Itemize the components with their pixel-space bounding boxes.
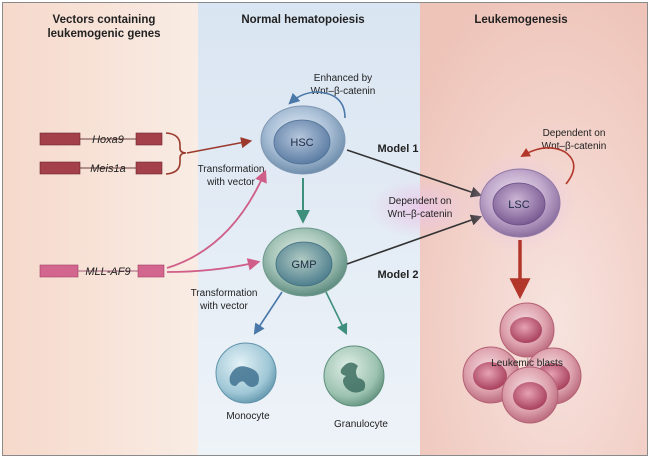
lsc-label: LSC xyxy=(508,199,529,211)
leukemo-title: Leukemogenesis xyxy=(474,14,567,26)
lsc-self-renewal-arrow xyxy=(520,147,575,185)
model2-label: Model 2 xyxy=(378,269,419,281)
enhanced-note-line2: Wnt–β-catenin xyxy=(311,86,376,97)
vector-hoxa9: Hoxa9 xyxy=(39,132,163,146)
lsc-nucleus xyxy=(492,182,546,226)
granulocyte-cell xyxy=(323,345,385,407)
dependency-glow xyxy=(368,178,472,238)
transform-label-1-line2: with vector xyxy=(206,177,255,188)
gene-label-meis1a: Meis1a xyxy=(90,163,125,175)
granulocyte-nucleus xyxy=(340,362,366,393)
transform-label-1-line1: Transformation xyxy=(198,164,265,175)
gmp-label: GMP xyxy=(291,259,316,271)
mll-to-hsc-arrow xyxy=(166,169,267,269)
lsc-cell: LSC xyxy=(479,168,561,238)
vectors-title-line1: Vectors containing xyxy=(53,14,156,26)
granulocyte-label: Granulocyte xyxy=(334,419,388,430)
hsc-self-renewal-arrow xyxy=(288,91,346,119)
gene-brace xyxy=(165,132,187,175)
dependent-lsc-line1: Dependent on xyxy=(543,128,606,139)
gmp-cell: GMP xyxy=(262,227,348,297)
hsc-nucleus xyxy=(273,119,331,165)
mll-to-gmp-arrow xyxy=(166,258,261,273)
hsc-cell: HSC xyxy=(260,105,346,175)
gmp-nucleus xyxy=(275,241,333,287)
vectors-title-line2: leukemogenic genes xyxy=(47,28,160,40)
normal-title: Normal hematopoiesis xyxy=(241,14,364,26)
vector-meis1a: Meis1a xyxy=(39,161,163,175)
dependent-lsc-line2: Wnt–β-catenin xyxy=(542,141,607,152)
vector-box-right xyxy=(135,161,163,175)
gmp-to-granulocyte-arrow xyxy=(325,291,348,336)
gene-label-mll-af9: MLL-AF9 xyxy=(85,266,130,278)
leukemic-blasts-label: Leukemic blasts xyxy=(491,358,563,369)
model1-arrow xyxy=(346,149,483,198)
dependent-mid-line2: Wnt–β-catenin xyxy=(388,209,453,220)
vector-box-left xyxy=(39,264,79,278)
vector-box-left xyxy=(39,132,81,146)
gmp-to-monocyte-arrow xyxy=(253,291,283,335)
monocyte-cell xyxy=(215,342,277,404)
panel-vectors-bg xyxy=(3,3,198,455)
monocyte-label: Monocyte xyxy=(226,411,270,422)
blast-cell xyxy=(499,302,555,358)
leukemic-blasts-cluster xyxy=(462,302,582,424)
vector-box-right xyxy=(135,132,163,146)
model2-arrow xyxy=(346,214,483,265)
transform-label-2-line1: Transformation xyxy=(191,288,258,299)
dependent-mid-line1: Dependent on xyxy=(389,196,452,207)
model1-label: Model 1 xyxy=(378,143,419,155)
gene-label-hoxa9: Hoxa9 xyxy=(92,134,124,146)
transform-label-2-line2: with vector xyxy=(199,301,248,312)
hsc-label: HSC xyxy=(290,137,313,149)
blast-cell xyxy=(501,366,559,424)
vector-mll-af9: MLL-AF9 xyxy=(39,264,165,278)
enhanced-note-line1: Enhanced by xyxy=(314,73,372,84)
vector-box-right xyxy=(137,264,165,278)
brace-to-hsc-arrow xyxy=(186,137,253,154)
monocyte-nucleus xyxy=(229,366,259,387)
vector-box-left xyxy=(39,161,81,175)
